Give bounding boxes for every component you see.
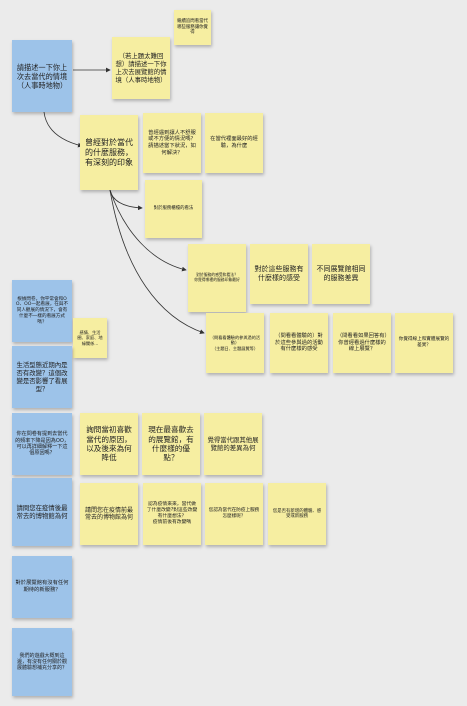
connector-arrow <box>43 111 83 148</box>
note-expectation[interactable]: 您是否有新增的體驗、感受或新服務 <box>268 483 326 545</box>
note-last-visit[interactable]: 請描述一下你上次去當代的情境（人事時地物） <box>12 40 72 112</box>
note-left-frequency[interactable]: 根據問卷，你平常會和OO、OO一起看展，在與不同人觀展的情況下，會有什麼不一樣的… <box>12 280 72 342</box>
note-expect-service[interactable]: 對於展覽館有沒有任何期待的新服務？ <box>12 556 72 618</box>
note-online-diff[interactable]: 你覺得線上和實體展覽的差異？ <box>395 313 453 373</box>
note-diff-from-others[interactable]: 覺得當代跟其他展覽館的差異為何 <box>204 413 262 475</box>
note-feeling-service[interactable]: 對於這些服務有什麼樣的感受 <box>250 244 308 304</box>
note-life-change[interactable]: 感情、生活圈、家庭、地緣關係... <box>73 318 107 358</box>
note-memo-follow[interactable]: 繼續追問看當代哪些服務讓你覺得 <box>174 10 211 45</box>
note-visit-drop[interactable]: 你在問卷有提到去當代的頻率下降是因為OO，可以再詳細解釋一下這個原因嗎？ <box>12 413 72 475</box>
note-last-visit-followup[interactable]: （若上題太難回想）請描述一下你上次去展覽館的情境（人事時地物） <box>112 37 170 99</box>
note-first-like[interactable]: 詢問當初喜歡當代的原因，以及後來為何降低 <box>80 413 138 475</box>
note-online-exhibit[interactable]: （問看看如果回答有）你曾經看過什麼樣的線上展覽？ <box>333 313 391 373</box>
note-joined-activity[interactable]: （問看看體驗的）對於這些參與過的活動有什麼樣的感受 <box>270 313 328 373</box>
note-good-experience[interactable]: 在當代裡面最好的經驗，為什麼 <box>205 113 263 173</box>
note-impressive-service[interactable]: 曾經對於當代的什麼服務，有深刻的印象 <box>80 115 138 190</box>
note-diff-services[interactable]: 不同展覽館相同的服務差異 <box>312 244 370 304</box>
connector-arrow <box>109 189 143 211</box>
note-now-advantage[interactable]: 現在最喜歡去的展覽館，有什麼樣的優點？ <box>142 413 200 475</box>
note-experience-activity[interactable]: （問看看體驗的參與過的活動） （主題日、主題展覽等） <box>206 313 264 373</box>
note-feeling-small[interactable]: 對於服務的感受和看法？ 你覺得哪裡的服務印象最好 <box>188 244 246 312</box>
note-online-after[interactable]: 您認為當代在防疫上服務怎麼樣呢？ <box>205 483 263 545</box>
note-opinion-front[interactable]: 對於服務櫃檯的看法 <box>145 180 202 238</box>
note-pandemic-museum-2[interactable]: 請問您在疫情前最常去的博物館為何 <box>80 483 138 545</box>
note-pandemic-change[interactable]: 認為疫情來來，當代做了什麼改變?對這些改變有什麼想法？ 疫情前後有改變嗎 <box>143 483 201 545</box>
note-pandemic-museum[interactable]: 請問您在疫情後最常去的博物館為何 <box>12 478 72 546</box>
note-future[interactable]: 我們的遊戲大概到這邊，有沒有任何關於觀展體驗想補充分享的？ <box>12 628 72 696</box>
note-life-stage[interactable]: 生活型態近期內是否有改變？這個改變是否影響了看展型？ <box>12 346 72 408</box>
note-uncomfortable[interactable]: 曾經遇到讓人不舒服或不方便的情況嗎？請描述當下狀況，如何解決？ <box>143 113 201 173</box>
